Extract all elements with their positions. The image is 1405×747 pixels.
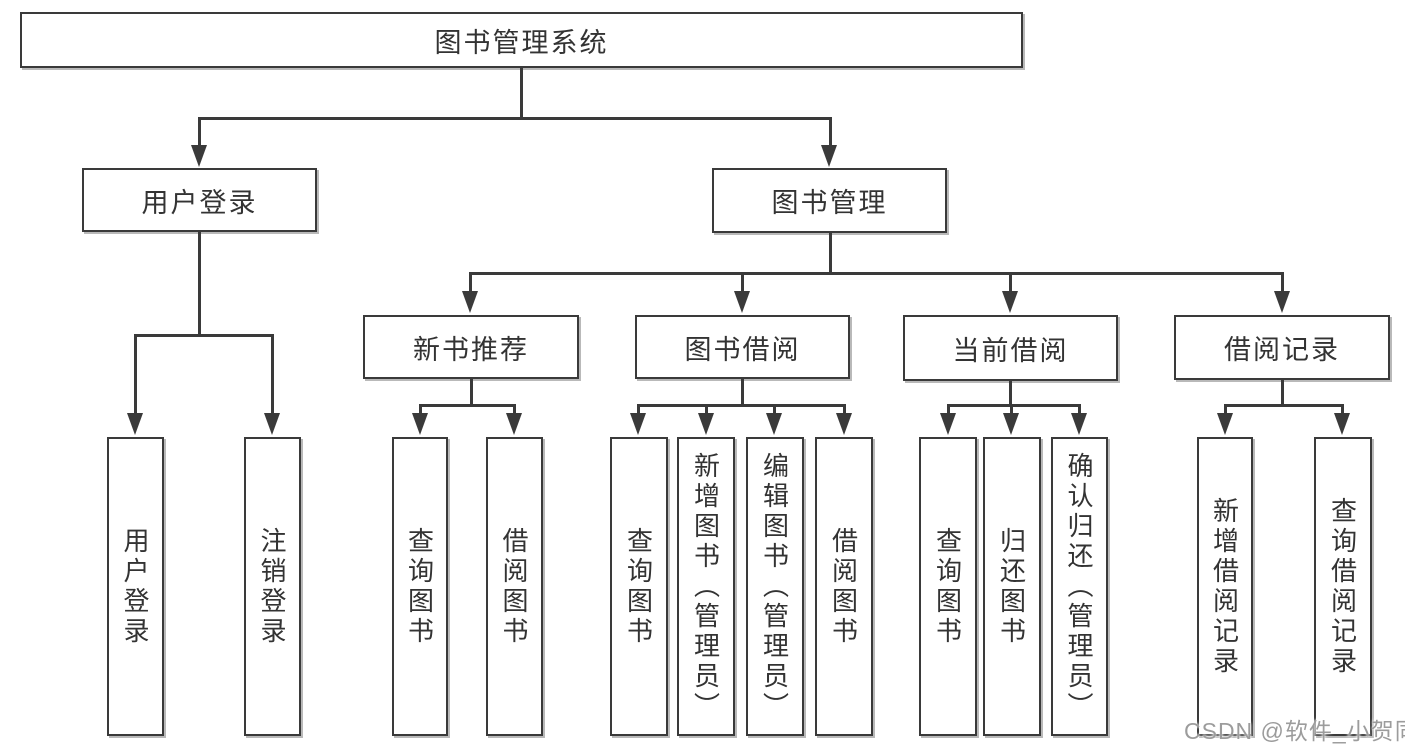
arrow-down	[127, 413, 143, 435]
connector-line	[637, 404, 640, 415]
arrow-down	[940, 413, 956, 435]
arrow-down	[1274, 291, 1290, 313]
connector-line	[1009, 272, 1012, 292]
leaf-confirm-return-admin: 确认归还（管理员）	[1051, 437, 1108, 736]
arrow-down	[698, 413, 714, 435]
arrow-down	[462, 291, 478, 313]
connector-line	[1281, 272, 1284, 292]
arrow-down	[264, 413, 280, 435]
connector-line	[773, 404, 776, 415]
connector-line	[419, 404, 422, 415]
node-borrow-records: 借阅记录	[1174, 315, 1390, 380]
connector-line	[1281, 380, 1284, 406]
connector-line	[198, 117, 201, 145]
node-current-borrow: 当前借阅	[903, 315, 1118, 381]
leaf-logout: 注销登录	[244, 437, 301, 736]
connector-line	[198, 232, 201, 336]
connector-line	[1010, 404, 1013, 415]
arrow-down	[506, 413, 522, 435]
node-root: 图书管理系统	[20, 12, 1023, 68]
connector-line	[705, 404, 708, 415]
connector-line	[829, 117, 832, 145]
node-user-login: 用户登录	[82, 168, 317, 232]
leaf-query-borrow-record: 查询借阅记录	[1314, 437, 1372, 736]
connector-line	[741, 379, 744, 406]
leaf-user-login: 用户登录	[107, 437, 164, 736]
arrow-down	[1002, 291, 1018, 313]
connector-line	[1224, 404, 1227, 415]
arrow-down	[734, 291, 750, 313]
connector-line	[637, 404, 846, 407]
connector-line	[741, 272, 744, 292]
connector-line	[1224, 404, 1344, 407]
arrow-down	[1217, 413, 1233, 435]
arrow-down	[821, 145, 837, 167]
leaf-edit-books-admin: 编辑图书（管理员）	[746, 437, 804, 736]
csdn-watermark: CSDN @软件_小贺同学	[1184, 718, 1405, 744]
leaf-query-books-current: 查询图书	[919, 437, 977, 736]
arrow-down	[1071, 413, 1087, 435]
arrow-down	[1003, 413, 1019, 435]
leaf-return-books: 归还图书	[983, 437, 1041, 736]
connector-line	[513, 404, 516, 415]
connector-line	[1341, 404, 1344, 415]
leaf-query-books-recommend: 查询图书	[392, 437, 448, 736]
leaf-add-books-admin: 新增图书（管理员）	[677, 437, 735, 736]
connector-line	[947, 404, 950, 415]
arrow-down	[1334, 413, 1350, 435]
connector-line	[198, 117, 832, 120]
connector-line	[470, 272, 1284, 275]
connector-line	[1078, 404, 1081, 415]
connector-line	[1009, 381, 1012, 406]
connector-line	[419, 404, 516, 407]
connector-line	[829, 233, 832, 274]
connector-line	[843, 404, 846, 415]
arrow-down	[412, 413, 428, 435]
node-book-borrow: 图书借阅	[635, 315, 850, 379]
leaf-borrow-books-recommend: 借阅图书	[486, 437, 543, 736]
leaf-borrow-books: 借阅图书	[815, 437, 873, 736]
connector-line	[134, 334, 137, 414]
leaf-query-books-borrow: 查询图书	[610, 437, 668, 736]
connector-line	[469, 272, 472, 292]
connector-line	[271, 334, 274, 414]
node-new-book-recommend: 新书推荐	[363, 315, 579, 379]
connector-line	[520, 68, 523, 118]
arrow-down	[766, 413, 782, 435]
connector-line	[470, 379, 473, 406]
arrow-down	[630, 413, 646, 435]
connector-line	[134, 334, 274, 337]
arrow-down	[191, 145, 207, 167]
connector-line	[947, 404, 1081, 407]
leaf-add-borrow-record: 新增借阅记录	[1197, 437, 1253, 736]
arrow-down	[836, 413, 852, 435]
node-book-management: 图书管理	[712, 168, 947, 233]
